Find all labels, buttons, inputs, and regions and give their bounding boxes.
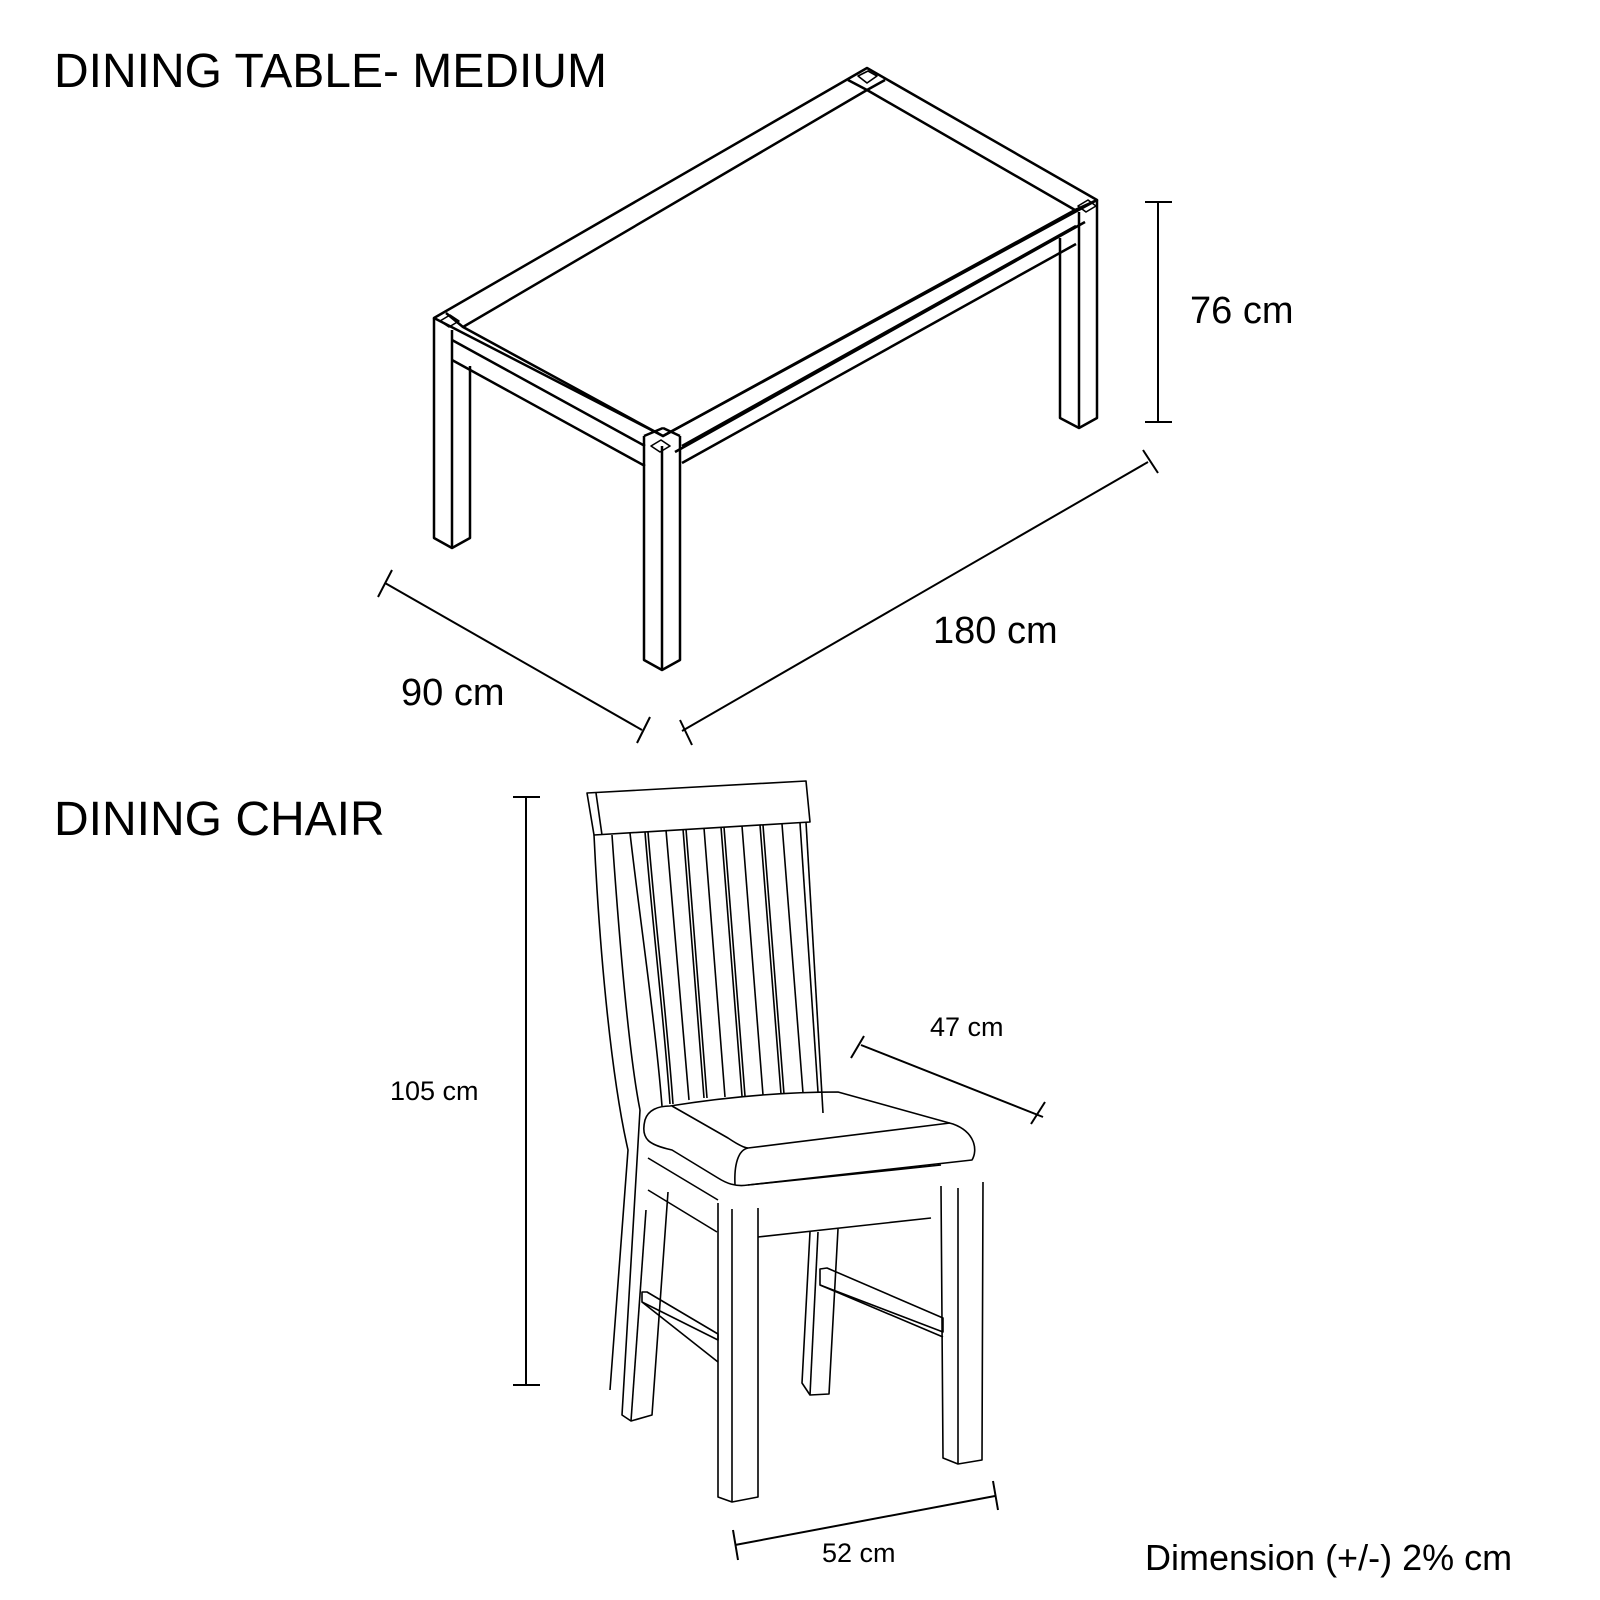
joint-mark-left xyxy=(439,314,460,328)
joint-mark-front xyxy=(650,439,671,453)
table-illustration xyxy=(432,66,1099,672)
chair-height-label: 105 cm xyxy=(390,1076,479,1106)
chair-title: DINING CHAIR xyxy=(54,793,385,846)
chair-leg-front-left xyxy=(717,1203,759,1503)
chair-seat xyxy=(643,1091,976,1187)
table-height-label: 76 cm xyxy=(1190,290,1294,332)
joint-mark-back xyxy=(857,70,878,84)
chair-dimension-lines xyxy=(513,796,1046,1561)
chair-illustration xyxy=(586,780,984,1503)
table-dimension-lines xyxy=(377,201,1172,746)
table-title: DINING TABLE- MEDIUM xyxy=(54,45,607,98)
chair-leg-front-right xyxy=(940,1181,984,1465)
tolerance-note: Dimension (+/-) 2% cm xyxy=(1145,1537,1513,1578)
chair-top-rail xyxy=(586,780,811,836)
chair-leg-back-right xyxy=(801,1228,839,1396)
chair-back-stretcher xyxy=(819,1267,944,1333)
chair-back-slats xyxy=(629,822,819,1107)
chair-width-label: 52 cm xyxy=(822,1538,896,1568)
table-length-label: 180 cm xyxy=(933,610,1058,652)
table-width-label: 90 cm xyxy=(401,672,505,714)
chair-side-stretcher xyxy=(641,1291,719,1341)
table-top-panel xyxy=(461,88,1077,438)
chair-leg-back-left xyxy=(621,1109,669,1422)
chair-depth-label: 47 cm xyxy=(930,1012,1004,1042)
